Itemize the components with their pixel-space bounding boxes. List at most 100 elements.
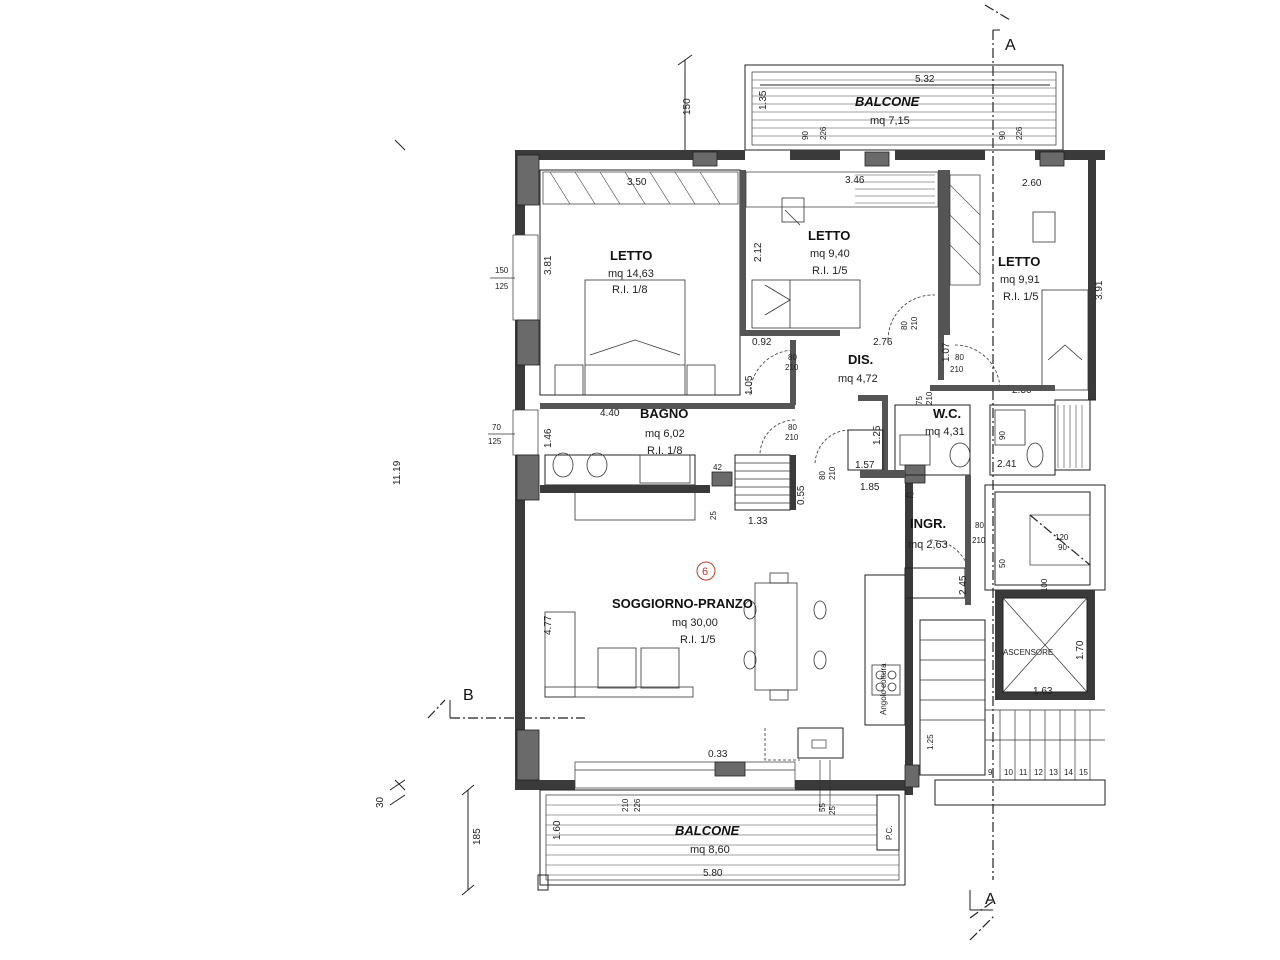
room-area-soggiorno: mq 30,00 — [672, 617, 718, 629]
dim-opening-125b: 125 — [488, 437, 502, 446]
marker-number: 6 — [702, 566, 708, 578]
dim-door-90b: 90 — [998, 131, 1007, 140]
dim-door-210f: 210 — [972, 536, 986, 545]
step-number: 14 — [1064, 768, 1073, 777]
room-name-angolo-cottura: Angolo cottura — [879, 663, 888, 715]
dim-door-210e: 210 — [828, 466, 837, 480]
dim-kitchen-depth: 4.77 — [543, 615, 554, 635]
room-area-letto-2: mq 9,40 — [810, 248, 850, 260]
section-label-a-bottom: A — [985, 891, 996, 908]
dim-door-210b: 210 — [910, 316, 919, 330]
room-ri-soggiorno: R.I. 1/5 — [680, 634, 715, 646]
balcone-top — [744, 64, 1064, 151]
step-number: 13 — [1049, 768, 1058, 777]
step-number: 15 — [1079, 768, 1088, 777]
section-label-a-top: A — [1005, 37, 1016, 54]
room-letto-2 — [740, 170, 944, 336]
dim-241: 2.41 — [997, 459, 1017, 470]
step-number: 10 — [1004, 768, 1013, 777]
dim-dis-width: 2.76 — [873, 337, 893, 348]
room-ri-letto-2: R.I. 1/5 — [812, 265, 847, 277]
dim-total-height: 11.19 — [392, 460, 403, 485]
dim-dis-left: 0.92 — [752, 337, 772, 348]
step-number: 11 — [1019, 768, 1028, 777]
dim-25b: 25 — [828, 806, 837, 815]
dim-80: 80 — [975, 521, 984, 530]
room-ri-letto-1: R.I. 1/8 — [612, 284, 647, 296]
dim-opening-125: 125 — [495, 282, 509, 291]
dim-balcone-bottom-width: 5.80 — [703, 868, 723, 879]
dim-balcone-top-depth: 1.35 — [758, 90, 769, 110]
dim-letto-2-depth: 2.12 — [753, 242, 764, 262]
dim-balcone-bottom-depth: 1.60 — [552, 820, 563, 840]
dim-asc-width: 1.63 — [1033, 686, 1053, 697]
dim-door-210a: 210 — [785, 363, 799, 372]
marker-circle — [696, 561, 716, 581]
room-area-ingr: mq 2,63 — [908, 539, 948, 551]
dim-letto-1-width: 3.50 — [627, 177, 647, 188]
dim-42b: 42 — [905, 491, 914, 500]
dim-door-80d: 80 — [788, 423, 797, 432]
section-line-b — [427, 699, 585, 719]
dim-niche-b: 1.57 — [855, 460, 875, 471]
dim-opening-70: 70 — [492, 423, 501, 432]
section-label-b: B — [463, 687, 474, 704]
dim-step-depth: 0.55 — [796, 485, 807, 505]
dim-bagno-depth: 1.46 — [543, 428, 554, 448]
internal-stair — [734, 454, 796, 511]
room-ri-bagno: R.I. 1/8 — [647, 445, 682, 457]
room-name-ingr: INGR. — [910, 516, 946, 531]
room-area-balcone-bottom: mq 8,60 — [690, 844, 730, 856]
dim-door-210c: 210 — [950, 365, 964, 374]
dim-90b: 90 — [998, 431, 1007, 440]
room-name-soggiorno: SOGGIORNO-PRANZO — [612, 596, 753, 611]
dim-90: 90 — [1058, 543, 1067, 552]
room-bagno — [540, 403, 795, 521]
dim-wall-30: 30 — [375, 796, 386, 808]
balcone-bottom — [461, 784, 906, 896]
dim-door-80b: 80 — [900, 321, 909, 330]
dim-125c: 1.25 — [926, 734, 935, 750]
room-name-letto-2: LETTO — [808, 228, 850, 243]
dim-dis-right: 1.07 — [941, 342, 952, 362]
room-name-balcone-top: BALCONE — [855, 94, 920, 109]
room-name-balcone-bottom: BALCONE — [675, 823, 740, 838]
dim-ingr-a: 2.45 — [958, 575, 969, 595]
room-area-wc: mq 4,31 — [925, 426, 965, 438]
room-letto-3 — [944, 170, 1096, 401]
dim-dis-depth: 1.05 — [744, 375, 755, 395]
room-area-bagno: mq 6,02 — [645, 428, 685, 440]
dim-balcone-top-width: 5.32 — [915, 74, 935, 85]
dim-120: 120 — [1055, 533, 1069, 542]
step-number: 9 — [988, 768, 993, 777]
dim-door-226c: 226 — [633, 798, 642, 812]
dim-bagno-width: 4.40 — [600, 408, 620, 419]
label-pc: P.C. — [885, 825, 894, 840]
dim-balcone-bottom-extent: 185 — [472, 828, 483, 845]
pillars — [516, 151, 1065, 788]
dim-stair-width: 1.33 — [748, 516, 768, 527]
dim-door-75: 75 — [915, 396, 924, 405]
dim-niche-a: 1.25 — [872, 425, 883, 445]
dim-letto-3-width: 2.60 — [1022, 178, 1042, 189]
dim-door-80a: 80 — [788, 353, 797, 362]
dim-niche-c: 1.85 — [860, 482, 880, 493]
dim-door-226b: 226 — [1015, 126, 1024, 140]
room-name-dis: DIS. — [848, 352, 873, 367]
dim-opening-150: 150 — [495, 266, 509, 275]
room-name-ascensore: ASCENSORE — [1003, 648, 1053, 657]
room-name-letto-3: LETTO — [998, 254, 1040, 269]
dim-42a: 42 — [713, 463, 722, 472]
dim-letto-1-depth: 3.81 — [543, 255, 554, 275]
room-dis — [749, 294, 1055, 475]
dim-letto-2-width: 3.46 — [845, 175, 865, 186]
dim-door-210g: 210 — [925, 391, 934, 405]
dim-100: 100 — [1040, 578, 1049, 592]
dim-55: 55 — [818, 803, 827, 812]
room-area-balcone-top: mq 7,15 — [870, 115, 910, 127]
dim-door-80c: 80 — [955, 353, 964, 362]
dim-shelf-width: 0.33 — [708, 749, 728, 760]
dim-50: 50 — [998, 559, 1007, 568]
room-soggiorno — [544, 470, 906, 810]
room-ri-letto-3: R.I. 1/5 — [1003, 291, 1038, 303]
